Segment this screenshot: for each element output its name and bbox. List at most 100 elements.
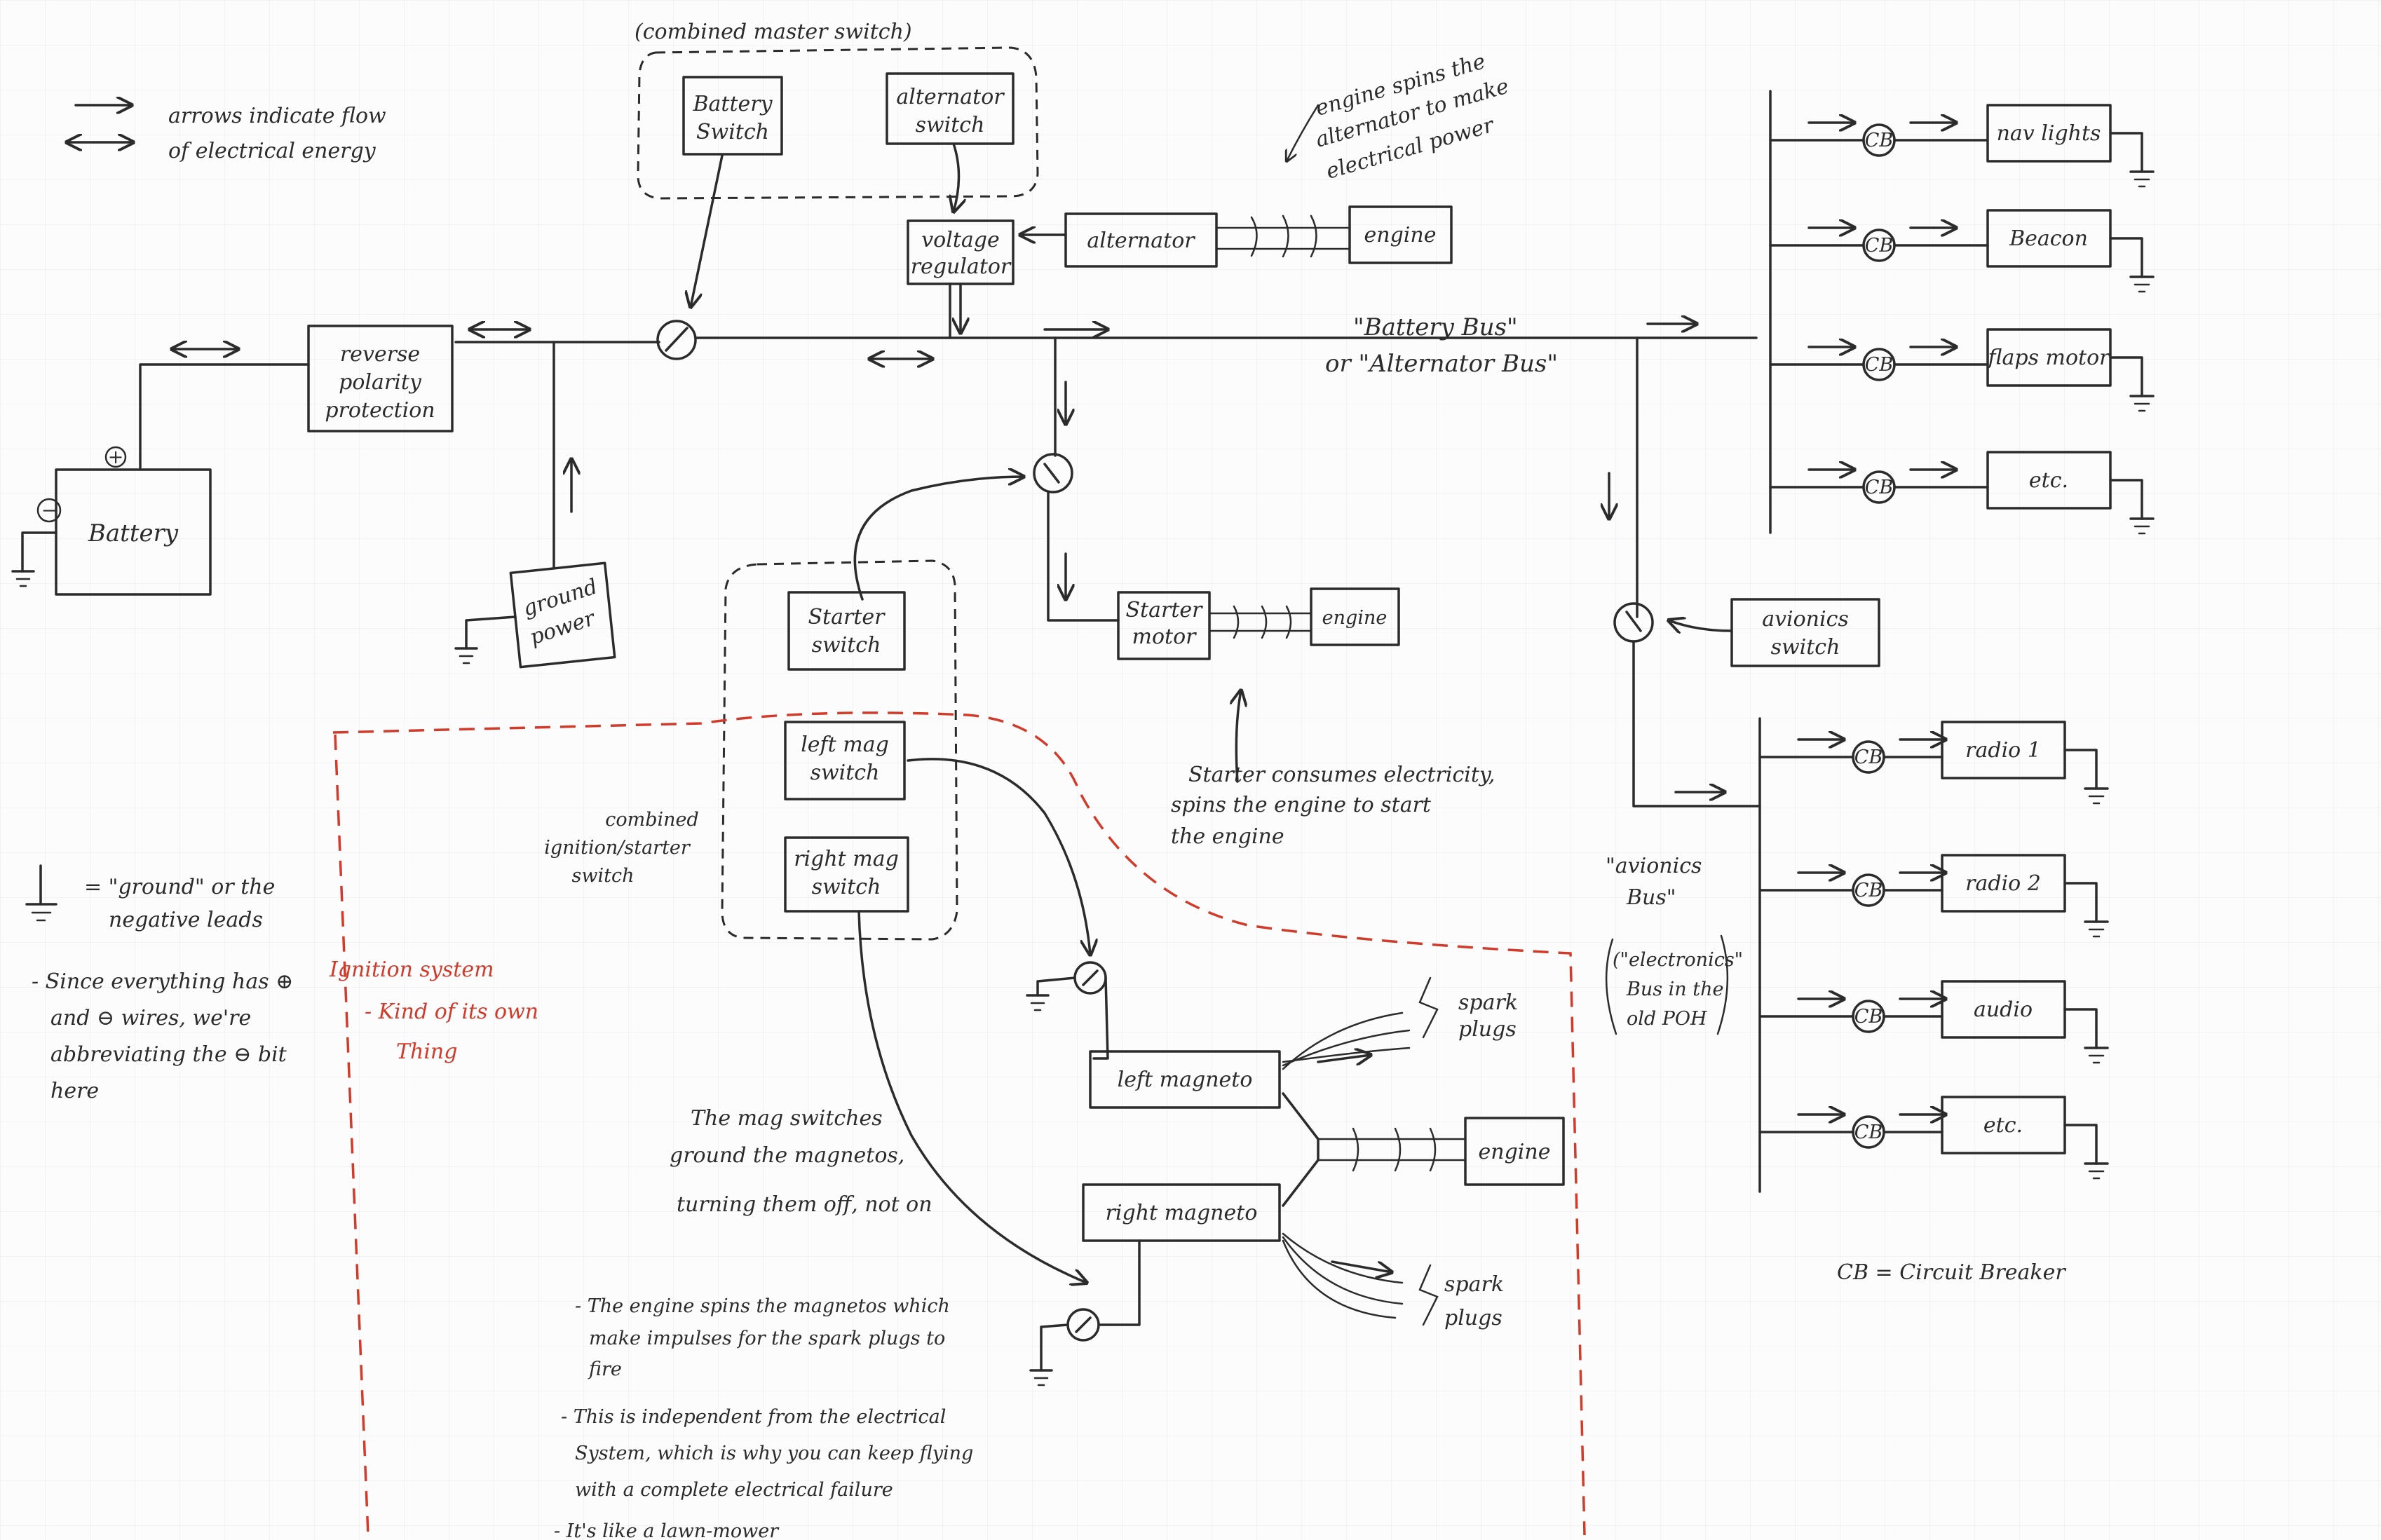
combined-switch-note: combined <box>605 809 699 831</box>
avionics-bus-label-2: Bus" <box>1626 885 1676 910</box>
left-mag-switch-label: left mag <box>801 732 889 757</box>
battery-bus-beacon-1-label: Beacon <box>2009 226 2088 251</box>
battery-bus-beacon-1-ground-wire <box>2109 237 2143 278</box>
battery-bus-label: "Battery Bus" <box>1353 313 1518 341</box>
left-mag-switch-box[interactable] <box>784 721 906 800</box>
battery-bus-flaps-motor-2-ground-wire <box>2109 356 2143 397</box>
alternator-box <box>1064 212 1218 268</box>
avionics-bus-label: "avionics <box>1606 854 1702 878</box>
mag-note-1: The mag switches <box>691 1106 883 1131</box>
ignition-engine-label: engine <box>1479 1140 1551 1164</box>
master-switch-title: (combined master switch) <box>635 20 912 44</box>
avionics-audio-2-ground-wire <box>2063 1008 2098 1049</box>
voltage-regulator-label: voltage <box>921 228 1000 252</box>
engine-label: engine <box>1364 223 1437 247</box>
starter-switch-box[interactable] <box>787 591 906 671</box>
ignition-sub: - Kind of its own <box>365 1000 538 1024</box>
battery-minus-icon <box>36 498 62 523</box>
battery-bus-etc-3-breaker-label: CB <box>1865 477 1894 498</box>
avionics-switch-box[interactable] <box>1730 598 1880 667</box>
alternator-switch-box[interactable] <box>886 72 1015 145</box>
mag-note-2: ground the magnetos, <box>670 1143 904 1168</box>
engine-note-5: System, which is why you can keep flying <box>575 1443 973 1464</box>
battery-bus-nav-lights-0-label: nav lights <box>1997 121 2101 146</box>
starter-motor-label: Starter <box>1126 598 1204 622</box>
avionics-audio-2-breaker-label: CB <box>1854 1006 1883 1028</box>
spark-plugs-bot-2: plugs <box>1444 1306 1502 1330</box>
combined-switch-note-2: ignition/starter <box>544 837 691 859</box>
ignition-boundary <box>332 711 1586 1536</box>
legend-arrows-text-2: of electrical energy <box>168 139 377 163</box>
electronics-note-3: old POH <box>1627 1008 1707 1030</box>
abbrev-note-3: abbreviating the ⊖ bit <box>50 1042 287 1067</box>
avionics-radio-1-0-label: radio 1 <box>1965 738 2041 763</box>
starter-motor-label-2: motor <box>1132 625 1198 649</box>
battery-bus-flaps-motor-2-label: flaps motor <box>1987 346 2111 370</box>
ignition-engine-box <box>1464 1117 1565 1186</box>
starter-switch-label: Starter <box>808 605 886 629</box>
avionics-etc-3-breaker-label: CB <box>1854 1122 1883 1143</box>
engine-note-6: with a complete electrical failure <box>575 1479 893 1501</box>
spark-plugs-top-1: spark <box>1458 990 1518 1015</box>
starter-switch-label-2: switch <box>812 633 881 657</box>
master-contactor-icon <box>656 320 697 360</box>
starter-engine-box <box>1310 587 1400 646</box>
battery-bus-beacon-1-breaker-label: CB <box>1865 235 1894 257</box>
right-magneto-box <box>1082 1183 1281 1242</box>
engine-box <box>1348 205 1453 264</box>
left-mag-ground-icon <box>1026 976 1076 1011</box>
engine-note-2: make impulses for the spark plugs to <box>589 1328 945 1349</box>
ignition-title: Ignition system <box>329 958 494 982</box>
combined-switch-note-3: switch <box>572 865 635 887</box>
starter-motor-box <box>1117 591 1211 660</box>
left-mag-switch-label-2: switch <box>810 761 880 785</box>
starter-engine-label: engine <box>1322 607 1388 629</box>
spark-plugs-bot-1: spark <box>1444 1272 1504 1297</box>
starter-note-1: Starter consumes electricity, <box>1188 763 1495 787</box>
right-mag-switch-label-2: switch <box>812 875 881 899</box>
legend-arrows-text: arrows indicate flow <box>168 104 386 128</box>
engine-note-1: - The engine spins the magnetos which <box>575 1295 950 1317</box>
engine-note-4: - This is independent from the electrica… <box>561 1406 946 1428</box>
engine-note-3: fire <box>588 1358 622 1380</box>
battery-switch-box[interactable] <box>682 76 783 156</box>
avionics-radio-2-1-label: radio 2 <box>1965 871 2041 896</box>
battery-bus-etc-3-ground-wire <box>2109 479 2143 520</box>
battery-bus-nav-lights-0-breaker-label: CB <box>1865 130 1894 151</box>
ground-power-ground-icon <box>454 615 517 665</box>
abbrev-note-4: here <box>50 1079 99 1103</box>
alternator-switch-label-2: switch <box>916 113 985 137</box>
avionics-audio-2-label: audio <box>1974 997 2033 1022</box>
starter-note-3: the engine <box>1171 824 1284 849</box>
reverse-polarity-label-3: protection <box>325 398 435 423</box>
battery-bus-etc-3-label: etc. <box>2029 468 2068 493</box>
alternator-note: engine spins the alternator to make elec… <box>1287 49 1512 184</box>
starter-solenoid-icon <box>1033 453 1073 493</box>
master-switch-group: (combined master switch) Battery Switch … <box>635 20 1039 200</box>
avionics-radio-2-1-ground-wire <box>2063 882 2098 923</box>
alternator-label: alternator <box>1087 229 1195 253</box>
alternator-bus-label: or "Alternator Bus" <box>1325 350 1558 378</box>
battery-ground-icon <box>11 531 57 587</box>
avionics-radio-2-1-breaker-label: CB <box>1854 880 1883 901</box>
electronics-note-2: Bus in the <box>1626 979 1724 1000</box>
ignition-sub-2: Thing <box>396 1040 457 1064</box>
battery-bus-flaps-motor-2-breaker-label: CB <box>1865 354 1894 376</box>
avionics-switch-label: avionics <box>1762 607 1849 632</box>
battery-bus-nav-lights-0-ground-wire <box>2109 132 2143 173</box>
right-mag-switch-box[interactable] <box>784 836 909 913</box>
battery-switch-label: Battery <box>692 92 773 116</box>
avionics-radio-1-0-breaker-label: CB <box>1854 747 1883 768</box>
mag-note-3: turning them off, not on <box>677 1192 932 1217</box>
ground-legend-text-2: negative leads <box>109 908 263 932</box>
left-magneto-box <box>1089 1050 1281 1109</box>
reverse-polarity-box <box>307 325 454 432</box>
battery-plus-text: + <box>108 447 124 468</box>
spark-plugs-top-2: plugs <box>1458 1017 1517 1042</box>
reverse-polarity-label: reverse <box>340 342 420 367</box>
battery-switch-label-2: Switch <box>696 120 769 144</box>
